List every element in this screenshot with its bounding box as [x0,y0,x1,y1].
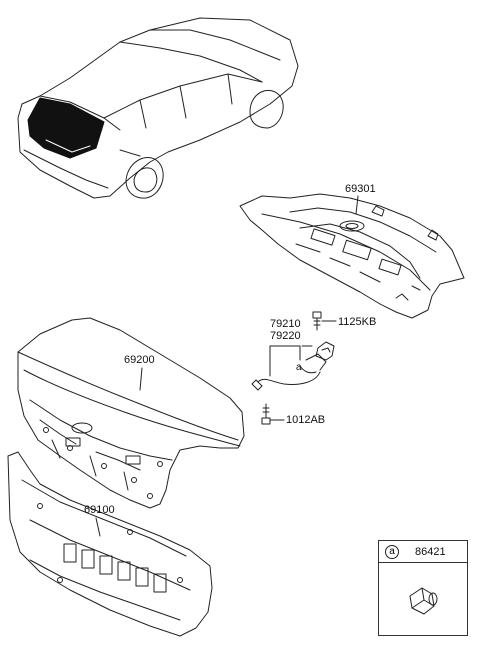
legend-box: a 86421 [378,540,468,636]
rear-shelf-panel [239,193,465,319]
label-latch-a: 79210 [270,318,301,330]
bolt-top [312,311,337,331]
lid-inner-panel [7,451,213,637]
bolt-bottom [261,403,285,425]
latch-assembly [251,341,335,391]
legend-letter: a [385,545,399,559]
callout-letter: a [296,362,302,373]
legend-part-number: 86421 [415,546,446,558]
label-rear-shelf: 69301 [345,183,376,195]
label-bolt-top: 1125KB [338,316,377,328]
label-trunk-lid: 69200 [124,354,155,366]
clip-part [409,587,438,615]
trunk-lid [17,317,245,509]
label-lid-inner-panel: 69100 [84,504,115,516]
label-bolt-bottom: 1012AB [286,414,326,426]
car-overview [17,17,299,199]
legend-header: a 86421 [379,541,467,563]
label-latch-b: 79220 [270,330,301,342]
